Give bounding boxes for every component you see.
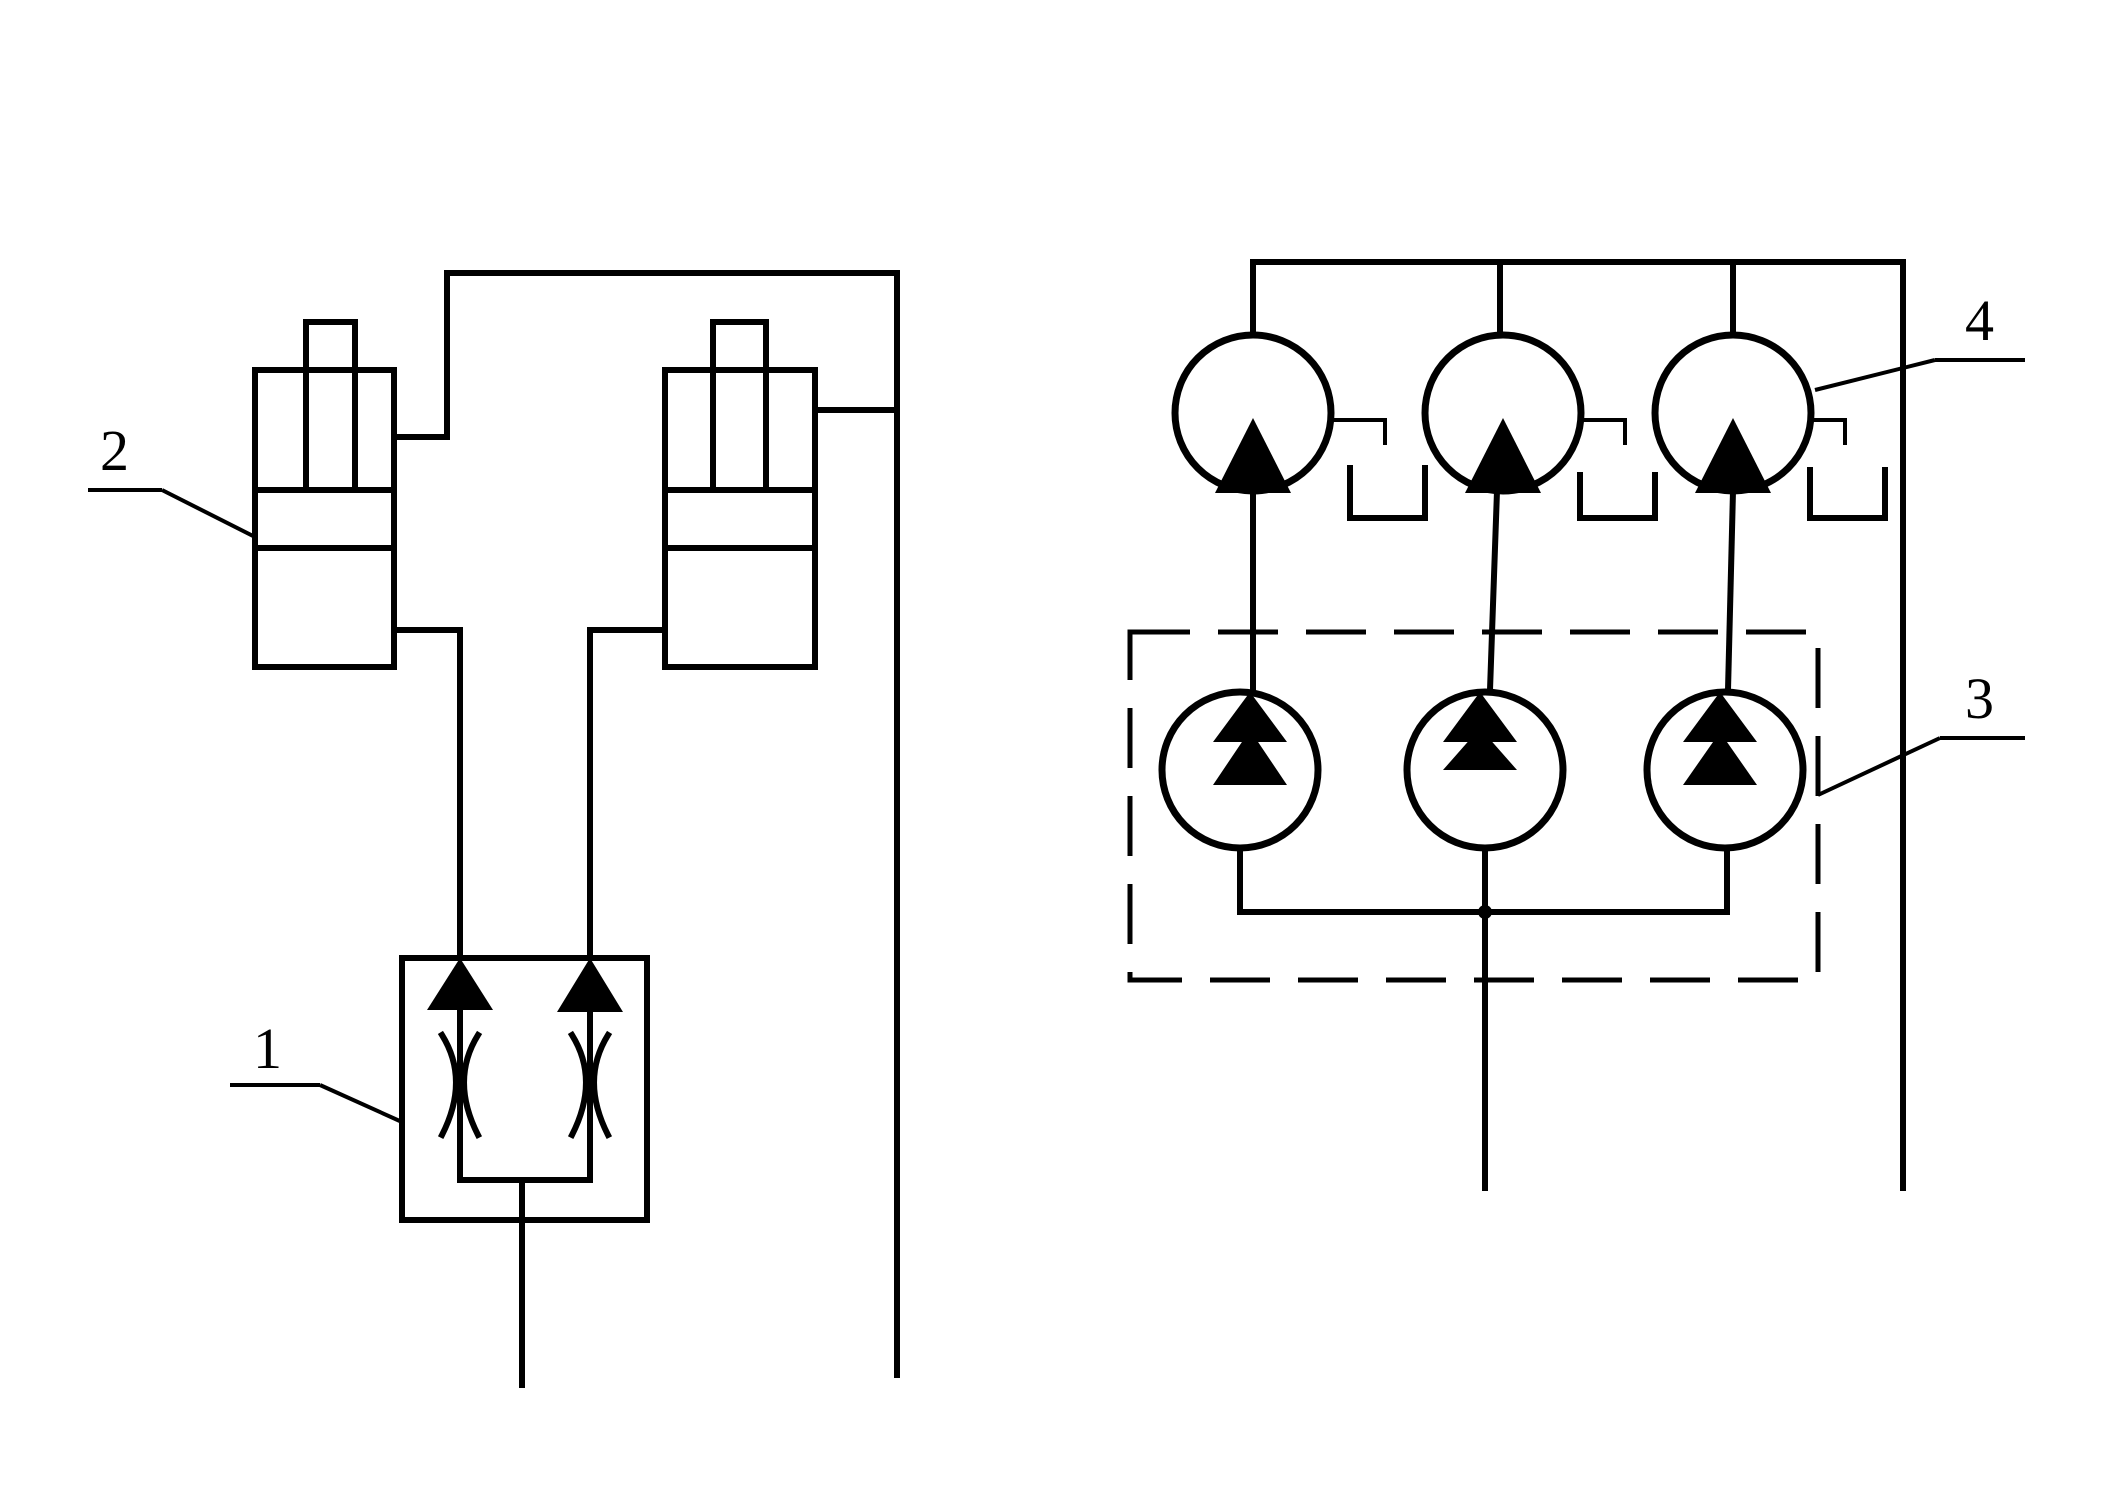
arrow-up-icon — [557, 958, 623, 1012]
hydraulic-cylinder-left — [252, 319, 397, 670]
label-valve: 1 — [253, 1016, 282, 1081]
throttle-icon — [567, 1030, 589, 1140]
hydraulic-motor-3 — [1651, 331, 1888, 521]
left-circuit — [252, 270, 900, 1388]
left-pipework — [391, 270, 900, 1388]
label-cylinder: 2 — [100, 418, 129, 483]
throttle-icon — [437, 1030, 459, 1140]
label-motor: 4 — [1965, 288, 1994, 353]
hydraulic-motor-1 — [1171, 331, 1428, 521]
callouts: 2 1 4 3 — [88, 288, 2025, 1124]
arrow-up-icon — [427, 958, 493, 1010]
hydraulic-pump-3 — [1643, 688, 1807, 852]
hydraulic-pump-1 — [1158, 688, 1322, 852]
right-circuit — [1127, 259, 1906, 1191]
hydraulic-motor-2 — [1421, 331, 1658, 521]
pump-group-box — [1127, 629, 1821, 983]
hydraulic-cylinder-right — [662, 319, 818, 670]
flow-divider-valve — [399, 955, 650, 1223]
label-pump-group: 3 — [1965, 666, 1994, 731]
hydraulic-pump-2 — [1403, 688, 1567, 852]
